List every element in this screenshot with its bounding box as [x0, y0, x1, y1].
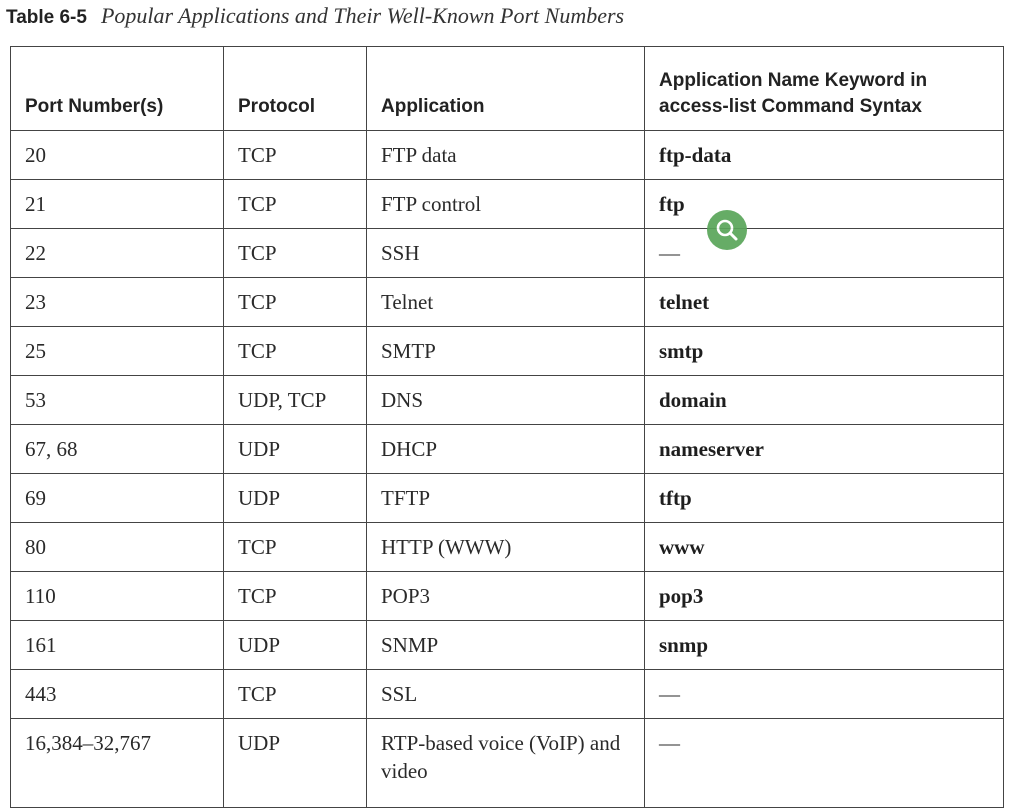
table-row: 23 TCP Telnet telnet — [10, 277, 1004, 327]
port-cell: 23 — [10, 277, 224, 327]
protocol-cell: TCP — [223, 179, 367, 229]
protocol-cell: UDP — [223, 424, 367, 474]
protocol-cell: TCP — [223, 522, 367, 572]
table-row: 53 UDP, TCP DNS domain — [10, 375, 1004, 425]
protocol-cell: UDP — [223, 620, 367, 670]
table-row: 67, 68 UDP DHCP nameserver — [10, 424, 1004, 474]
application-cell: FTP control — [366, 179, 645, 229]
table-row: 21 TCP FTP control ftp — [10, 179, 1004, 229]
port-cell: 21 — [10, 179, 224, 229]
protocol-cell: TCP — [223, 277, 367, 327]
application-cell: FTP data — [366, 130, 645, 180]
table-row: 25 TCP SMTP smtp — [10, 326, 1004, 376]
port-cell: 110 — [10, 571, 224, 621]
magnifier-glyph — [716, 219, 738, 241]
table-title: Popular Applications and Their Well-Know… — [100, 3, 625, 28]
protocol-cell: TCP — [223, 669, 367, 719]
keyword-cell: — — [644, 228, 1004, 278]
header-keyword: Application Name Keyword in access-list … — [644, 46, 1004, 131]
application-cell: RTP-based voice (VoIP) and video — [366, 718, 645, 808]
keyword-cell: — — [644, 669, 1004, 719]
table-row: 20 TCP FTP data ftp-data — [10, 130, 1004, 180]
keyword-cell: www — [644, 522, 1004, 572]
port-cell: 443 — [10, 669, 224, 719]
port-cell: 69 — [10, 473, 224, 523]
keyword-cell: nameserver — [644, 424, 1004, 474]
magnifier-icon[interactable] — [707, 210, 747, 250]
port-cell: 53 — [10, 375, 224, 425]
table-caption: Table 6-5 Popular Applications and Their… — [6, 2, 624, 30]
port-cell: 25 — [10, 326, 224, 376]
header-port-numbers: Port Number(s) — [10, 46, 224, 131]
table-row: 110 TCP POP3 pop3 — [10, 571, 1004, 621]
table-row: 80 TCP HTTP (WWW) www — [10, 522, 1004, 572]
application-cell: SNMP — [366, 620, 645, 670]
application-cell: SMTP — [366, 326, 645, 376]
header-protocol: Protocol — [223, 46, 367, 131]
protocol-cell: UDP — [223, 473, 367, 523]
port-numbers-table: Port Number(s) Protocol Application Appl… — [10, 46, 1004, 808]
table-row: 22 TCP SSH — — [10, 228, 1004, 278]
application-cell: Telnet — [366, 277, 645, 327]
keyword-cell: pop3 — [644, 571, 1004, 621]
protocol-cell: TCP — [223, 571, 367, 621]
header-application: Application — [366, 46, 645, 131]
port-cell: 22 — [10, 228, 224, 278]
table-row: 69 UDP TFTP tftp — [10, 473, 1004, 523]
protocol-cell: TCP — [223, 130, 367, 180]
table-row: 16,384–32,767 UDP RTP-based voice (VoIP)… — [10, 718, 1004, 808]
application-cell: SSH — [366, 228, 645, 278]
keyword-cell: telnet — [644, 277, 1004, 327]
keyword-cell: tftp — [644, 473, 1004, 523]
port-cell: 161 — [10, 620, 224, 670]
header-row: Port Number(s) Protocol Application Appl… — [10, 46, 1004, 131]
protocol-cell: UDP — [223, 718, 367, 808]
port-cell: 80 — [10, 522, 224, 572]
protocol-cell: TCP — [223, 228, 367, 278]
application-cell: DHCP — [366, 424, 645, 474]
keyword-cell: — — [644, 718, 1004, 808]
port-cell: 20 — [10, 130, 224, 180]
keyword-cell: ftp — [644, 179, 1004, 229]
application-cell: TFTP — [366, 473, 645, 523]
application-cell: POP3 — [366, 571, 645, 621]
table-row: 161 UDP SNMP snmp — [10, 620, 1004, 670]
table-number: Table 6-5 — [6, 7, 87, 28]
keyword-cell: smtp — [644, 326, 1004, 376]
protocol-cell: TCP — [223, 326, 367, 376]
application-cell: DNS — [366, 375, 645, 425]
keyword-cell: ftp-data — [644, 130, 1004, 180]
application-cell: SSL — [366, 669, 645, 719]
keyword-cell: domain — [644, 375, 1004, 425]
port-cell: 16,384–32,767 — [10, 718, 224, 808]
port-cell: 67, 68 — [10, 424, 224, 474]
keyword-cell: snmp — [644, 620, 1004, 670]
table-row: 443 TCP SSL — — [10, 669, 1004, 719]
protocol-cell: UDP, TCP — [223, 375, 367, 425]
application-cell: HTTP (WWW) — [366, 522, 645, 572]
